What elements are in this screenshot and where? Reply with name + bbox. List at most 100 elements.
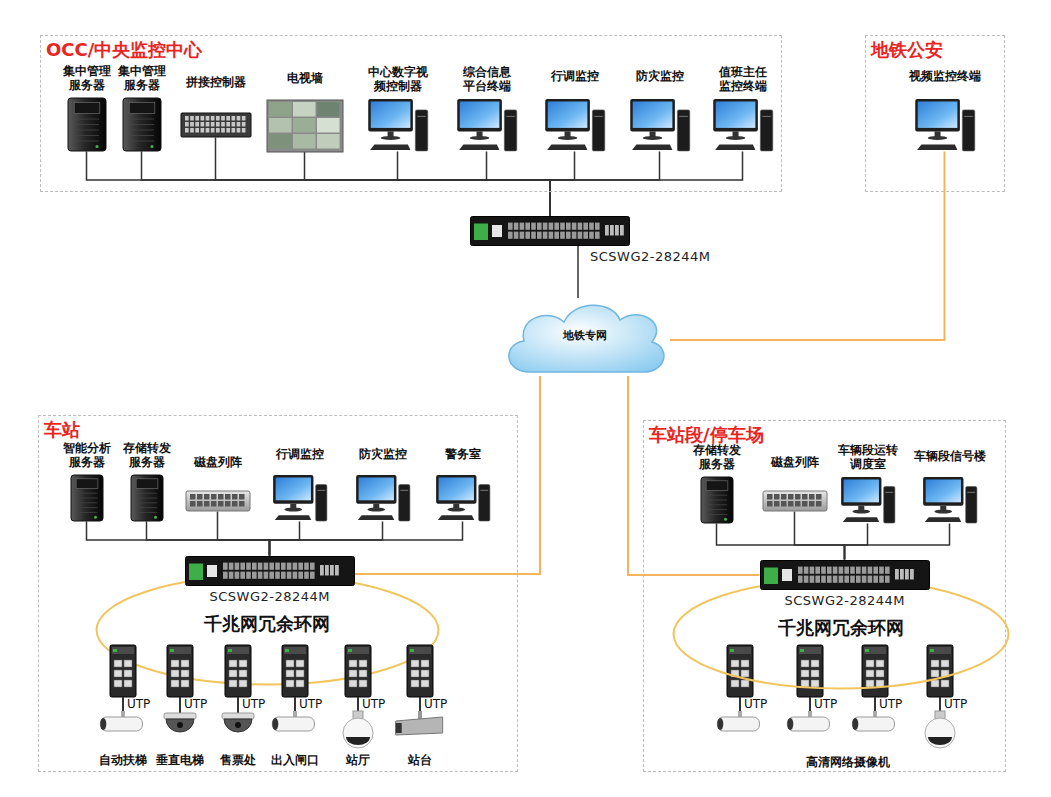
icon-part [706,513,726,514]
icon-part [731,660,739,667]
cam-node: 自动扶梯 [96,645,150,749]
icon-part [197,501,203,507]
icon-part [706,509,726,510]
icon-part [506,115,515,116]
connector-line [355,376,541,574]
icon-part [866,680,874,687]
connector-line [218,512,270,556]
icon-part [228,562,233,569]
icon-part [236,122,240,127]
icon-part [706,494,726,495]
camera-illustration [717,645,759,731]
icon-part [917,101,957,127]
icon-part [941,660,949,667]
cam-icon [153,645,207,749]
region-heading: 车站 [44,418,80,442]
icon-part [788,494,794,500]
icon-part [841,477,881,506]
icon-part [873,566,878,573]
array-node: 磁盘列阵 [762,490,828,512]
device-label: 存储转发服务器 [690,444,744,472]
icon-part [962,109,974,150]
icon-part [941,680,949,687]
icon-part [330,565,334,576]
icon-part [739,697,741,713]
switch-node: SCSWG2-28244M [760,560,930,590]
icon-part [275,562,280,569]
icon-part [844,575,849,582]
icon-part [171,680,179,687]
icon-part [832,566,837,573]
icon-part [592,109,604,150]
icon-part [879,566,884,573]
icon-part [701,477,733,523]
icon-part [130,118,154,119]
icon-part [239,680,247,687]
icon-part [821,575,826,582]
icon-part [221,128,225,133]
icon-part [346,737,370,745]
icon-part [122,697,124,713]
connector-line [717,524,845,560]
icon-part [298,571,303,578]
icon-part [811,670,819,677]
icon-part [272,718,278,730]
icon-part [514,232,519,239]
pc-icon [367,98,429,152]
icon-part [226,116,230,121]
ctrl-icon [180,112,252,138]
icon-part [263,571,268,578]
icon-part [304,571,309,578]
icon-part [112,647,134,654]
icon-part [211,494,217,500]
icon-part [557,135,577,139]
icon-part [210,116,214,121]
icon-part [856,566,861,573]
icon-part [130,129,154,130]
icon-part [186,491,250,511]
cable-label: UTP [362,697,385,711]
icon-part [272,717,314,731]
connector-line [550,152,660,217]
pc-icon [435,474,491,522]
icon-part [136,507,156,508]
icon-part [131,475,163,521]
connector-line [845,524,868,560]
icon-part [222,713,254,719]
icon-part [282,645,308,697]
connector-line [87,522,270,556]
icon-part [885,566,890,573]
connector-line [670,152,945,341]
camera-location: 站厅 [346,752,370,769]
icon-part [885,575,890,582]
icon-part [228,649,232,652]
icon-part [915,99,960,131]
icon-part [842,517,878,522]
icon-part [348,649,352,652]
icon-part [169,647,191,654]
icon-part [171,670,179,677]
icon-part [774,501,780,507]
icon-part [715,101,755,127]
icon-part [816,501,822,507]
connector-line [147,522,270,556]
icon-part [811,680,819,687]
icon-part [594,115,603,116]
device-label: 存储转发服务器 [120,442,174,470]
icon-part [809,575,814,582]
icon-part [240,562,245,569]
icon-part [764,567,778,584]
icon-part [547,144,587,150]
icon-part [798,566,803,573]
icon-part [395,717,442,735]
icon-part [478,484,489,520]
icon-part [795,494,801,500]
icon-part [185,116,189,121]
icon-part [861,575,866,582]
icon-part [179,697,181,713]
connector-line [550,152,743,217]
icon-part [677,109,689,150]
icon-part [876,660,884,667]
camera-location: 售票处 [220,752,256,769]
icon-part [917,144,957,150]
